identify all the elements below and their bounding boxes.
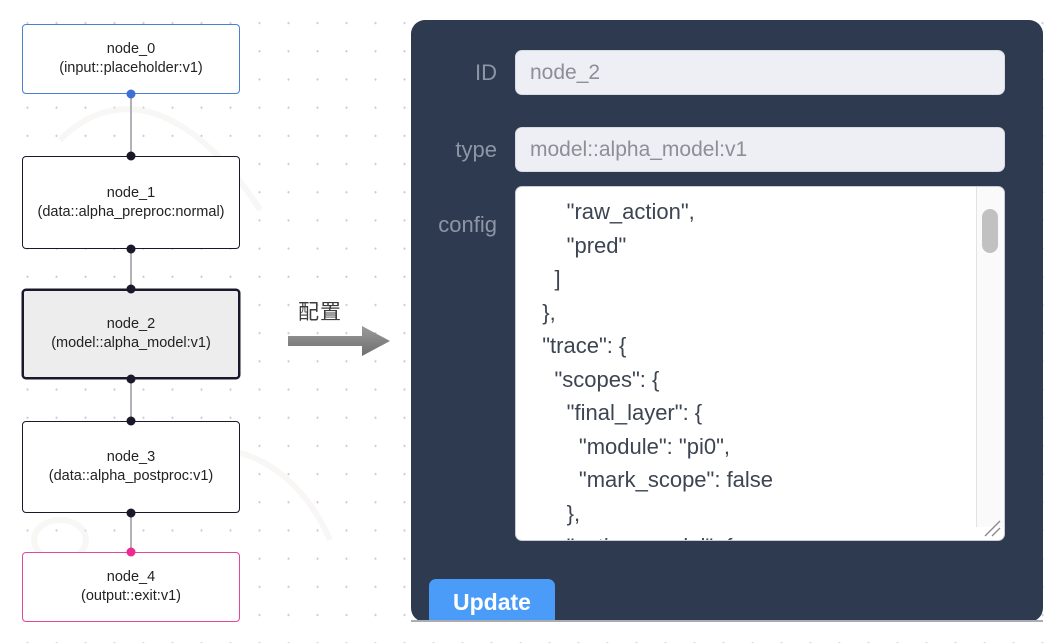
annotation-label: 配置: [298, 300, 342, 324]
handle-node_2-top[interactable]: [126, 284, 136, 294]
config-textarea[interactable]: "raw_action", "pred" ] }, "trace": { "sc…: [542, 199, 774, 540]
graph-node-node_4[interactable]: node_4 (output::exit:v1): [22, 552, 240, 622]
graph-node-node_3[interactable]: node_3 (data::alpha_postproc:v1): [22, 421, 240, 513]
right-arrow-icon: [288, 326, 390, 356]
field-row-config: config "raw_action", "pred" ] }, "trace"…: [411, 186, 1005, 541]
edge-node_3-node_4: [130, 513, 132, 552]
update-button[interactable]: Update: [429, 579, 555, 622]
handle-node_4-top[interactable]: [126, 547, 136, 557]
config-field-label: config: [438, 212, 497, 237]
edge-node_2-node_3: [130, 379, 132, 421]
graph-node-label: node_3 (data::alpha_postproc:v1): [48, 449, 214, 484]
field-row-id: ID node_2: [411, 50, 1005, 95]
handle-node_0-bottom[interactable]: [126, 89, 136, 99]
handle-node_1-top[interactable]: [126, 151, 136, 161]
annotation-arrow-group: 配置: [286, 296, 398, 358]
graph-node-node_1[interactable]: node_1 (data::alpha_preproc:normal): [22, 156, 240, 249]
graph-node-label: node_2 (model::alpha_model:v1): [51, 316, 211, 351]
type-field-label: type: [455, 136, 497, 162]
id-input[interactable]: node_2: [515, 50, 1005, 95]
config-textarea-wrapper: "raw_action", "pred" ] }, "trace": { "sc…: [515, 186, 1005, 541]
config-scrollbar[interactable]: [976, 187, 1004, 527]
config-scrollbar-thumb[interactable]: [982, 209, 998, 253]
handle-node_3-bottom[interactable]: [126, 508, 136, 518]
node-config-panel: ID node_2 type model::alpha_model:v1 con…: [411, 20, 1043, 622]
handle-node_3-top[interactable]: [126, 416, 136, 426]
handle-node_2-bottom[interactable]: [126, 374, 136, 384]
graph-node-label: node_4 (output::exit:v1): [81, 569, 181, 604]
graph-node-node_2[interactable]: node_2 (model::alpha_model:v1): [22, 289, 240, 379]
id-field-label: ID: [475, 59, 497, 85]
graph-node-label: node_0 (input::placeholder:v1): [59, 41, 203, 76]
resize-handle-icon[interactable]: [981, 517, 1003, 539]
edge-node_0-node_1: [130, 94, 132, 156]
graph-node-node_0[interactable]: node_0 (input::placeholder:v1): [22, 24, 240, 94]
edge-node_1-node_2: [130, 249, 132, 289]
graph-node-label: node_1 (data::alpha_preproc:normal): [37, 184, 225, 220]
field-row-type: type model::alpha_model:v1: [411, 127, 1005, 172]
handle-node_1-bottom[interactable]: [126, 244, 136, 254]
type-input[interactable]: model::alpha_model:v1: [515, 127, 1005, 172]
